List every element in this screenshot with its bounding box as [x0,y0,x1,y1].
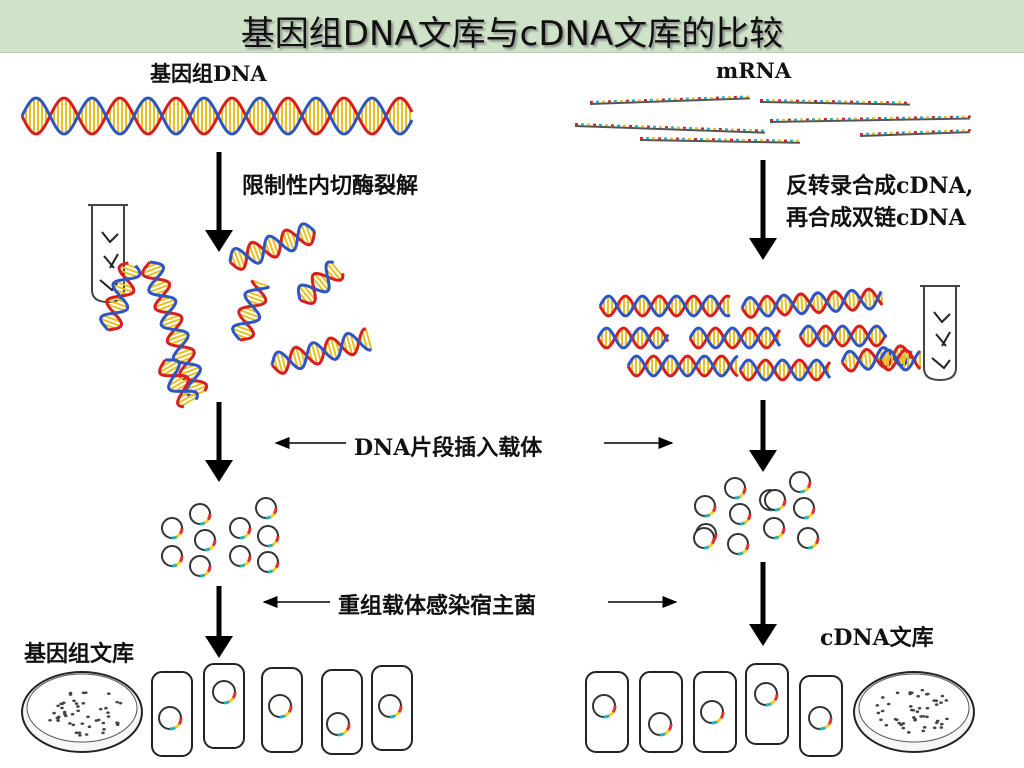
restriction-digest-label: 限制性内切酶裂解 [242,173,419,199]
page-title: 基因组DNA文库与cDNA文库的比较 [240,14,784,54]
down-arrow-left-3 [205,586,233,658]
genomic-dna-helix-icon [20,96,414,136]
bacterial-cells-left-icon [151,663,413,757]
reverse-transcription-label-1: 反转录合成cDNA, [786,173,974,199]
mrna-label: mRNA [716,58,792,83]
title-bar [0,0,1024,53]
down-arrow-left-1 [205,152,233,252]
infect-host-label: 重组载体感染宿主菌 [334,588,541,620]
down-arrow-right-1 [749,160,777,260]
reverse-transcription-label-2: 再合成双链cDNA [786,205,966,231]
down-arrow-right-3 [749,562,777,646]
test-tube-right-icon [920,285,960,382]
genomic-library-label: 基因组文库 [24,641,135,667]
mrna-strands-icon [574,95,971,144]
insert-vector-label: DNA片段插入载体 [350,430,547,462]
down-arrow-right-2 [749,400,777,472]
petri-dish-left-icon [21,671,143,753]
genomic-dna-label: 基因组DNA [150,61,267,86]
cdna-fragments-icon [596,287,922,382]
cdna-library-label: cDNA文库 [820,625,934,651]
genomic-fragments-icon [98,222,373,409]
bacterial-cells-right-icon [585,663,843,757]
petri-dish-right-icon [853,671,975,753]
down-arrow-left-2 [205,402,233,482]
plasmids-left-icon [161,497,280,578]
plasmids-right-icon [693,471,820,556]
